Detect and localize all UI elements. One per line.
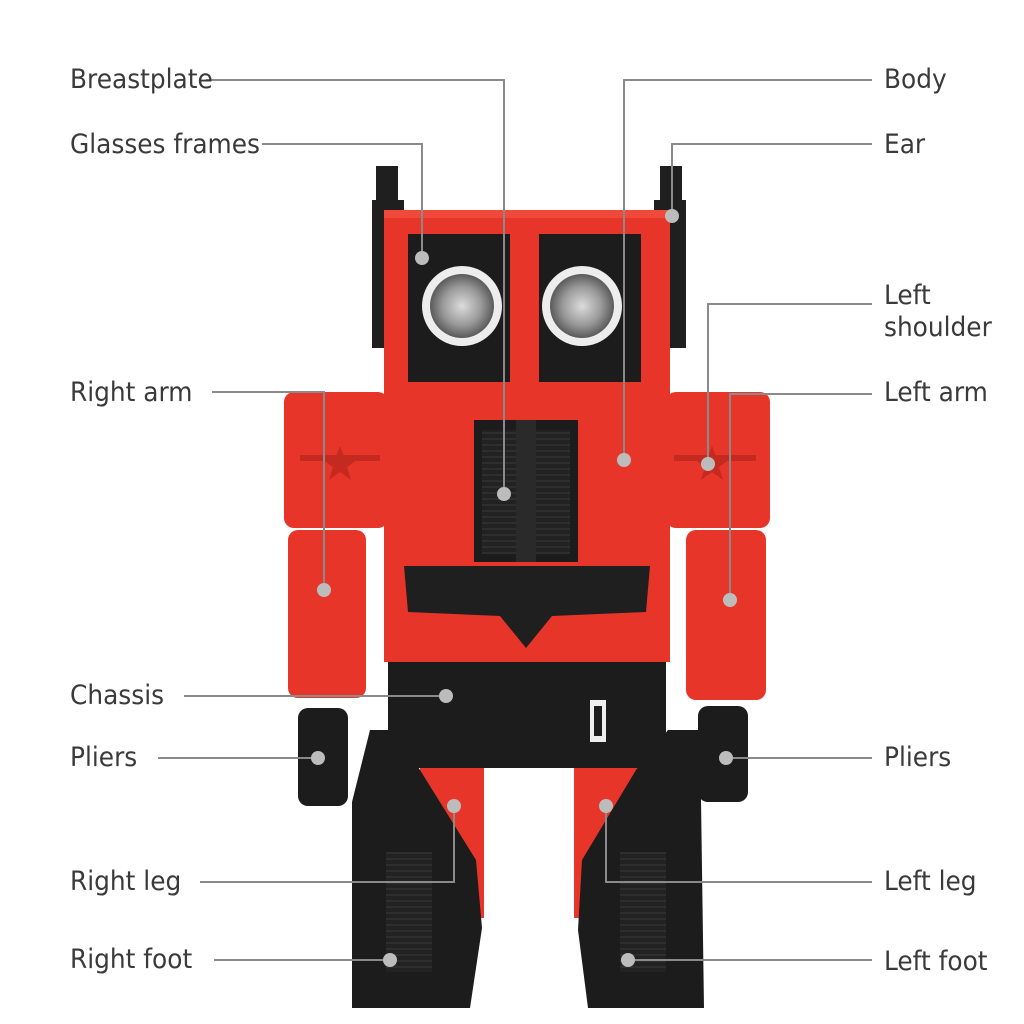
label-left-arm: Left arm <box>884 377 988 408</box>
label-chassis: Chassis <box>70 680 165 711</box>
leader-lines <box>158 79 872 961</box>
chassis-part <box>388 662 666 768</box>
label-pliers-right: Pliers <box>70 742 138 773</box>
label-left-shoulder-line2: shoulder <box>884 312 992 343</box>
right-arm-part <box>284 392 388 698</box>
label-glasses-frames: Glasses frames <box>70 129 260 160</box>
left-foot-part <box>578 730 704 1008</box>
label-left-leg: Left leg <box>884 866 977 897</box>
label-ear: Ear <box>884 129 926 160</box>
label-body: Body <box>884 64 947 95</box>
label-left-foot: Left foot <box>884 946 988 977</box>
leader-dots <box>311 209 737 967</box>
label-right-foot: Right foot <box>70 944 193 975</box>
breastplate-part <box>404 420 650 648</box>
label-right-leg: Right leg <box>70 866 182 897</box>
label-pliers-left: Pliers <box>884 742 952 773</box>
label-breastplate: Breastplate <box>70 64 213 95</box>
left-arm-part <box>666 392 770 700</box>
right-foot-part <box>352 730 482 1008</box>
label-left-shoulder-line1: Left <box>884 280 931 311</box>
label-right-arm: Right arm <box>70 377 193 408</box>
label-left-shoulder: Left shoulder <box>884 280 992 344</box>
